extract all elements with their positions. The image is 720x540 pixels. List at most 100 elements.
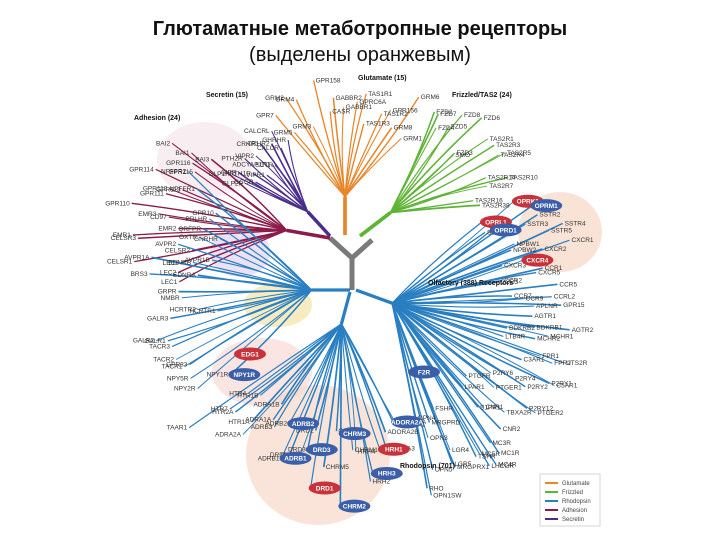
branch — [197, 274, 312, 291]
branch — [392, 295, 513, 304]
branch — [202, 228, 312, 291]
branch — [391, 302, 490, 467]
receptor-label: CELSR2 — [165, 248, 191, 255]
branch — [391, 302, 495, 388]
group-label-adhesion: Adhesion (24) — [134, 115, 180, 122]
branch-limb — [339, 291, 352, 325]
receptor-label: EDNRB — [168, 259, 191, 266]
receptor-label: GHRHR — [262, 137, 286, 144]
receptor-label: SSTR2 — [539, 212, 560, 219]
receptor-label: TBXA2R — [506, 409, 532, 416]
branch — [344, 138, 402, 197]
receptor-label: ADRB1 — [258, 455, 280, 462]
receptor-label: EMR1 — [113, 232, 131, 239]
cluster-shade — [157, 122, 253, 198]
receptor-label: SCTR — [255, 162, 273, 169]
receptor-label: CXCR1 — [572, 237, 594, 244]
receptor-label: TACR1 — [162, 363, 183, 370]
receptor-label: ADRB2 — [265, 421, 287, 428]
receptor-label: AVPR2 — [155, 241, 176, 248]
receptor-label: GABBR2 — [335, 95, 362, 102]
receptor-label: CELSR1 — [107, 259, 133, 266]
branch — [177, 229, 287, 274]
slide-title-line2: (выделены оранжевым) — [249, 44, 471, 66]
branch — [392, 302, 504, 338]
receptor-label: GPR116 — [166, 160, 191, 167]
receptor-label: TAS1R3 — [366, 121, 390, 128]
receptor-label: TAS2R38 — [482, 202, 510, 209]
receptor-label: FZD2 — [436, 109, 453, 116]
receptor-label: AVPR1A — [124, 254, 150, 261]
receptor-label: TAS1R2 — [384, 111, 408, 118]
receptor-label: GPR115 — [169, 169, 194, 176]
receptor-label: FZD4 — [438, 125, 455, 132]
branch — [392, 302, 549, 337]
receptor-label: TAS2R7 — [489, 183, 513, 190]
highlight-badge: ADORA2A — [391, 415, 423, 429]
receptor-label: MC5R — [482, 451, 501, 458]
svg-text:HRH1: HRH1 — [385, 447, 403, 454]
branch — [391, 302, 555, 386]
slide-title-line1: Глютаматные метаботропные рецепторы — [152, 18, 568, 40]
receptor-label: RHO — [429, 485, 443, 492]
receptor-label: DRD3 — [288, 447, 306, 454]
receptor-label: GRM2 — [265, 95, 284, 102]
branch — [190, 289, 312, 379]
receptor-label: CALCR — [257, 145, 279, 152]
receptor-label: TAS2R4 — [501, 152, 525, 159]
receptor-label: CASR — [332, 108, 350, 115]
branch — [210, 158, 288, 231]
receptor-label: NPBW2 — [513, 247, 537, 254]
branch — [391, 302, 550, 385]
receptor-label: PTH2R — [221, 155, 243, 162]
receptor-label: P2RY4 — [515, 376, 536, 383]
receptor-label: TACR2 — [153, 356, 174, 363]
receptor-label: ADRA2A — [215, 431, 242, 438]
branch — [340, 323, 394, 423]
receptor-label: CCRL2 — [554, 294, 576, 301]
receptor-label: HTR7 — [211, 406, 228, 413]
branch — [391, 231, 486, 304]
receptor-label: ADRA1B — [254, 401, 280, 408]
group-label-rhodopsin: Rhodopsin (701) — [400, 463, 455, 470]
receptor-label: AGTR2 — [572, 327, 594, 334]
receptor-label: GNRHR — [194, 236, 218, 243]
receptor-label: ADORA2B — [387, 429, 418, 436]
receptor-label: GPR15 — [563, 302, 585, 309]
receptor-label: FSHR — [435, 406, 453, 413]
receptor-label: GRM6 — [421, 94, 440, 101]
receptor-label: CHRM1 — [355, 447, 378, 454]
branch — [167, 289, 312, 342]
branch — [242, 323, 342, 435]
receptor-label: CCR7 — [514, 293, 532, 300]
receptor-label: CNR2 — [503, 426, 521, 433]
receptor-label: OXTR — [179, 234, 197, 241]
highlight-badge: OPRM1 — [530, 199, 563, 213]
branch — [390, 127, 437, 213]
receptor-label: BAI2 — [156, 140, 170, 147]
receptor-label: CCR9 — [526, 296, 544, 303]
branch — [340, 323, 381, 450]
receptor-label: TAS1R1 — [368, 91, 392, 98]
branch — [194, 171, 287, 231]
svg-text:F2R: F2R — [418, 369, 431, 376]
branch — [158, 213, 287, 231]
receptor-label: OPN5 — [435, 467, 453, 474]
receptor-label: GPR156 — [393, 107, 418, 114]
receptor-label: BAI1 — [175, 150, 189, 157]
svg-text:NPY1R: NPY1R — [233, 372, 255, 379]
receptor-label: CRHR2 — [247, 141, 270, 148]
receptor-label: CCR1 — [545, 265, 563, 272]
branch — [244, 158, 309, 213]
receptor-label: TAS2R16 — [475, 198, 503, 205]
branch — [247, 323, 342, 394]
branch — [209, 218, 312, 291]
highlighted-receptors: OPRK1OPRL1OPRM1OPRD1CXCR4HRH1DRD1F2RNPY1… — [228, 194, 563, 513]
receptor-label: GPR114 — [129, 166, 154, 173]
receptor-label: CXCR2 — [544, 246, 566, 253]
receptor-label: AGTR1 — [534, 313, 556, 320]
branch — [175, 289, 312, 360]
branch — [390, 204, 481, 214]
receptor-label: CCR3 — [500, 279, 518, 286]
